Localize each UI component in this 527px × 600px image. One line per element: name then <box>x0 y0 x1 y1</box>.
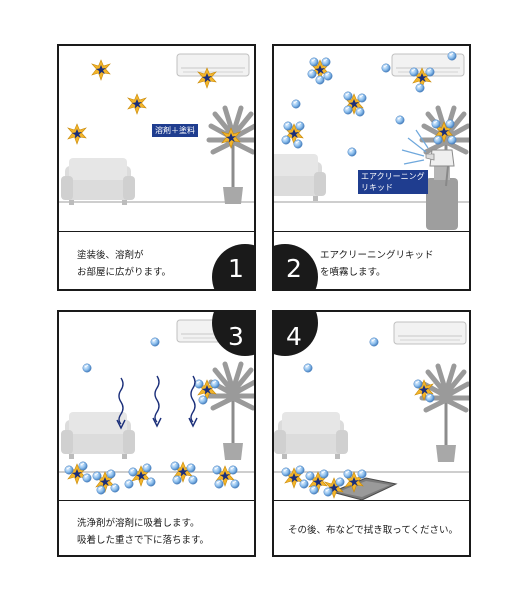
solvent-cluster-3 <box>281 121 305 149</box>
sofa-icon <box>274 154 326 201</box>
step-3-panel: 3 洗浄剤が溶剤に吸着します。 吸着した重さで下に落ちます。 <box>57 310 256 557</box>
spray-bottle-icon <box>425 149 458 230</box>
step-1-illustration: 溶剤＋塗料 <box>59 46 254 231</box>
step-2-illustration: エアクリーニング リキッド <box>274 46 469 231</box>
step-1-caption: 塗装後、溶剤が お部屋に広がります。 <box>77 250 172 278</box>
solvent-cluster-falling <box>194 379 220 405</box>
solvent-cluster-4 <box>409 67 435 93</box>
spray-mist-icon <box>401 129 429 165</box>
solvent-star-icon <box>127 93 147 115</box>
air-cleaning-liquid-label: エアクリーニング リキッド <box>358 170 428 194</box>
solvent-paint-label: 溶剤＋塗料 <box>152 124 198 137</box>
step-1-panel: 溶剤＋塗料 塗装後、溶剤が お部屋に広がります。 1 <box>57 44 256 291</box>
down-arrow-icon <box>152 375 162 428</box>
step-3-caption: 洗浄剤が溶剤に吸着します。 吸着した重さで下に落ちます。 <box>77 518 210 546</box>
step-2-panel: エアクリーニング リキッド エアクリーニングリキッド を噴霧します。 2 <box>272 44 471 291</box>
step-4-caption: その後、布などで拭き取ってください。 <box>288 525 459 536</box>
potted-plant-icon <box>422 366 469 462</box>
solvent-cluster-plant <box>413 379 435 403</box>
step-2-number-badge: 2 <box>274 244 318 289</box>
solvent-cluster-2 <box>343 91 367 117</box>
solvent-star-icon <box>67 123 87 145</box>
potted-plant-icon <box>209 108 254 204</box>
sofa-icon <box>61 158 135 205</box>
step-1-number-badge: 1 <box>212 244 254 289</box>
sofa-icon <box>274 412 348 459</box>
solvent-cluster-1 <box>307 57 333 85</box>
step-2-caption: エアクリーニングリキッド を噴霧します。 <box>320 250 434 278</box>
potted-plant-icon <box>209 364 254 460</box>
solvent-star-icon <box>91 59 111 81</box>
floor-solvent-clusters <box>64 461 240 495</box>
down-arrow-icon <box>188 375 198 428</box>
down-arrow-icon <box>116 377 126 430</box>
air-conditioner-icon <box>393 321 467 345</box>
sofa-icon <box>61 412 135 459</box>
step-4-panel: 4 その後、布などで拭き取ってください。 <box>272 310 471 557</box>
